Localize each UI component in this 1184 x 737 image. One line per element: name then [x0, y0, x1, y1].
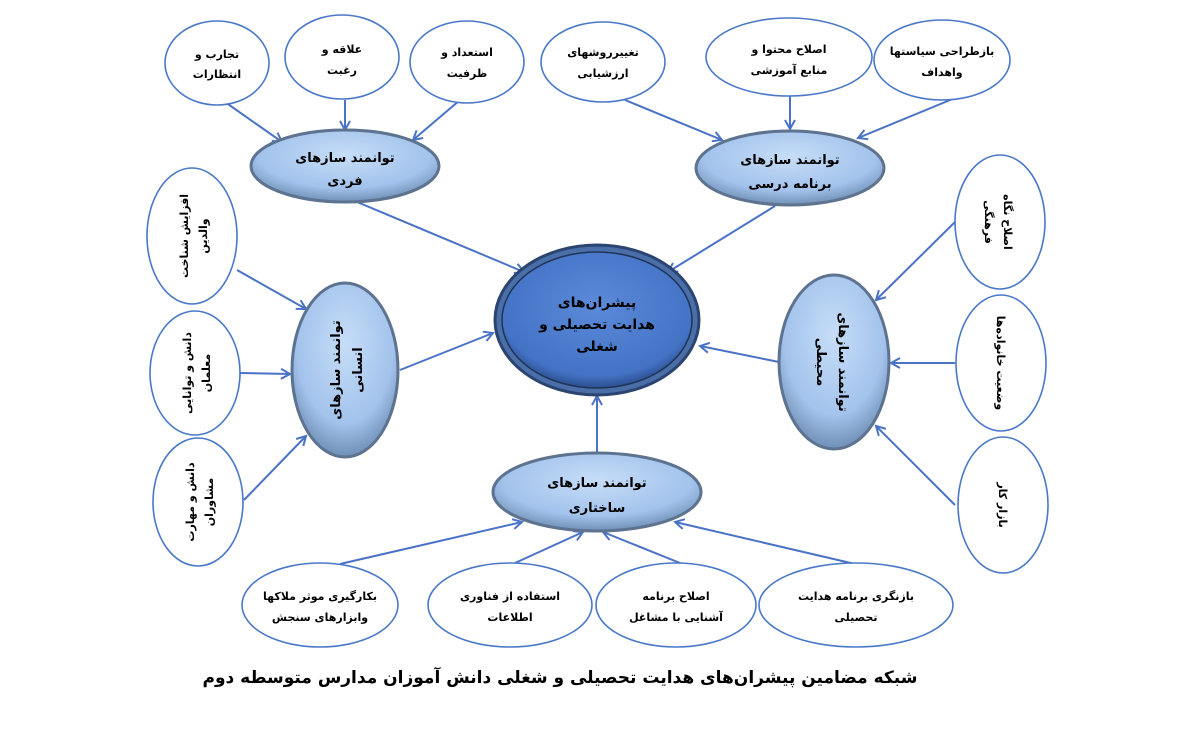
- leaf-label: اصلاح محتوا و: [750, 43, 826, 56]
- hub-individual: توانمند سازهای فردی: [249, 128, 441, 204]
- leaf-label: وابزارهای سنجش: [272, 611, 368, 624]
- leaf-label: اصلاح نگاه: [1001, 194, 1014, 250]
- leaf-label: علاقه و: [321, 43, 362, 56]
- connectors: [224, 96, 956, 565]
- arrow: [339, 522, 522, 565]
- hub-environmental: توانمند سازهای محیطی: [777, 273, 891, 451]
- hub-label: توانمند سازهای: [740, 153, 839, 168]
- arrow: [675, 522, 856, 565]
- leaf-guidance-program-review: بازنگری برنامه هدایت تحصیلی: [758, 562, 954, 648]
- arrow: [413, 99, 461, 140]
- leaf-label: واهداف: [921, 66, 962, 79]
- leaf-information-technology: استفاده از فناوری اطلاعات: [427, 562, 593, 648]
- leaf-label: انتظارات: [193, 68, 241, 81]
- leaf-label: بازنگری برنامه هدایت: [798, 590, 914, 603]
- leaf-label: دانش و مهارت: [184, 462, 197, 542]
- arrow: [224, 101, 282, 142]
- arrow: [399, 333, 493, 371]
- hub-label: ساختاری: [569, 501, 626, 516]
- leaf-interest: علاقه و رغبت: [284, 14, 400, 100]
- arrow: [349, 198, 524, 272]
- leaf-label: بکارگیری موثر ملاکها: [263, 590, 377, 603]
- center-label: هدایت تحصیلی و: [538, 317, 655, 333]
- leaf-label: اطلاعات: [487, 611, 532, 624]
- hub-label: توانمند سازهای: [835, 312, 850, 411]
- leaf-label: رغبت: [327, 64, 357, 77]
- center-label: پیشران‌های: [558, 295, 636, 311]
- hub-curriculum: توانمند سازهای برنامه درسی: [694, 129, 886, 207]
- figure-caption: شبکه مضامین پیشران‌های هدایت تحصیلی و شغ…: [203, 666, 918, 688]
- arrow: [514, 532, 583, 564]
- leaf-label: استعداد و: [440, 46, 493, 59]
- hub-human: توانمند سازهای انسانی: [290, 281, 400, 459]
- arrow: [624, 99, 722, 140]
- leaf-label: بازار کار: [996, 481, 1009, 527]
- leaf-policy-redesign: بازطراحی سیاستها واهداف: [873, 19, 1011, 101]
- center-node: پیشران‌های هدایت تحصیلی و شغلی: [493, 243, 701, 397]
- leaf-label: والدین: [197, 218, 210, 253]
- leaf-label: منابع آموزشی: [751, 63, 828, 77]
- hub-structural: توانمند سازهای ساختاری: [491, 451, 703, 533]
- leaf-label: مشاوران: [203, 478, 216, 526]
- hub-label: توانمند سازهای: [295, 151, 394, 166]
- leaf-label: دانش و توانایی: [181, 332, 194, 414]
- hub-label: برنامه درسی: [748, 177, 831, 192]
- leaf-label: تغییرروشهای: [567, 46, 639, 59]
- leaf-cultural-view: اصلاح نگاه فرهنگی: [954, 154, 1046, 290]
- leaf-label: معلمان: [200, 354, 213, 392]
- leaf-family-status: وضعیت خانواده‌ها: [955, 294, 1047, 432]
- arrow: [876, 221, 956, 300]
- leaf-evaluation-methods: تغییرروشهای ارزشیابی: [540, 21, 666, 103]
- leaf-label: تجارب و: [194, 48, 239, 61]
- leaf-counselor-skills: دانش و مهارت مشاوران: [152, 437, 244, 567]
- arrow: [858, 97, 956, 138]
- hub-label: انسانی: [351, 347, 366, 392]
- leaf-label: افزایش شناخت: [178, 194, 191, 278]
- leaf-parent-awareness: افزایش شناخت والدین: [146, 167, 238, 305]
- center-label: شغلی: [576, 339, 618, 355]
- hub-label: محیطی: [813, 338, 828, 387]
- leaf-label: اصلاح برنامه: [642, 590, 709, 603]
- hub-label: توانمند سازهای: [547, 476, 646, 491]
- arrow: [668, 205, 776, 272]
- hub-label: فردی: [327, 174, 362, 189]
- leaf-content-resources: اصلاح محتوا و منابع آموزشی: [705, 17, 873, 97]
- leaf-label: تحصیلی: [834, 611, 877, 624]
- leaf-label: بازطراحی سیاستها: [890, 45, 995, 58]
- leaf-career-familiarization: اصلاح برنامه آشنایی با مشاغل: [595, 562, 757, 648]
- arrow: [603, 532, 681, 564]
- arrow: [876, 426, 956, 506]
- leaf-labor-market: بازار کار: [957, 436, 1049, 574]
- leaf-experiences-expectations: تجارب و انتظارات: [164, 20, 270, 106]
- arrow: [700, 346, 780, 363]
- leaf-talent-capacity: استعداد و ظرفیت: [409, 20, 525, 104]
- leaf-label: وضعیت خانواده‌ها: [994, 316, 1007, 411]
- hub-label: توانمند سازهای: [329, 320, 344, 419]
- leaf-assessment-tools: بکارگیری موثر ملاکها وابزارهای سنجش: [241, 562, 399, 648]
- leaf-teacher-ability: دانش و توانایی معلمان: [149, 310, 241, 436]
- arrow: [243, 436, 306, 501]
- leaf-label: ارزشیابی: [577, 67, 628, 80]
- arrow: [236, 269, 306, 309]
- leaf-label: استفاده از فناوری: [460, 590, 560, 603]
- leaf-label: ظرفیت: [447, 67, 488, 80]
- leaf-label: آشنایی با مشاغل: [629, 610, 723, 624]
- arrow: [239, 373, 290, 374]
- leaf-label: فرهنگی: [982, 200, 995, 244]
